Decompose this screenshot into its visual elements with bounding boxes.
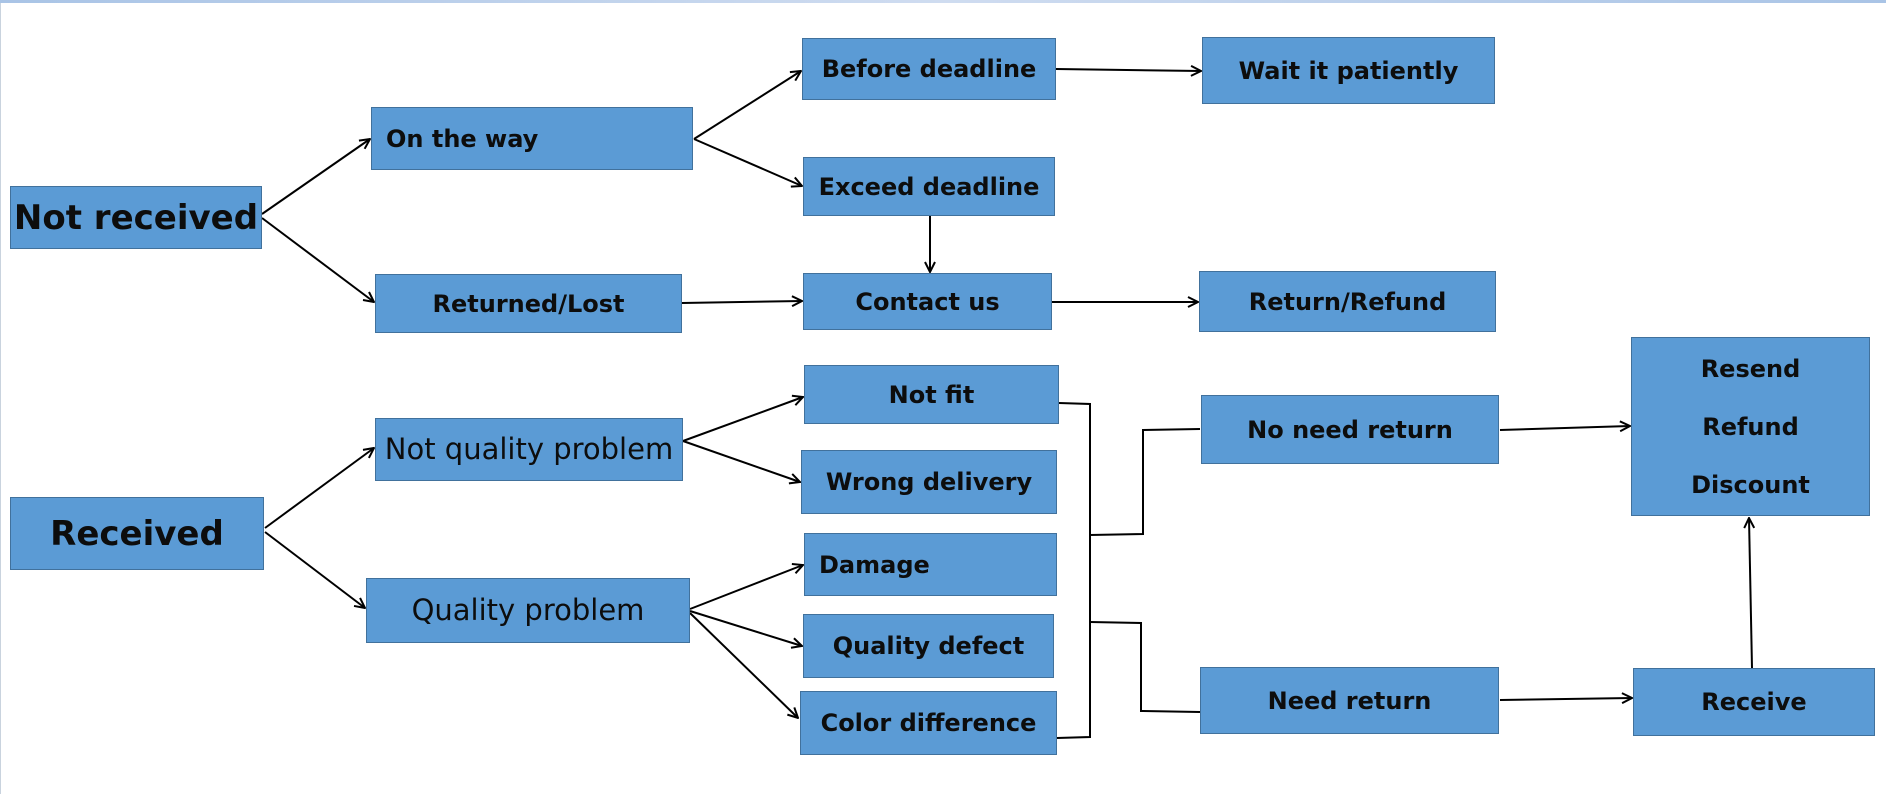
remedy-refund: Refund [1702, 412, 1799, 441]
arrow-returnedlost-contact [681, 301, 802, 303]
arrow-received-quality [264, 531, 365, 608]
remedy-resend: Resend [1700, 354, 1801, 383]
connector-to-need-return [1089, 621, 1201, 713]
arrow-before-wait [1055, 69, 1201, 71]
node-before-deadline: Before deadline [802, 38, 1056, 100]
node-not-quality-problem: Not quality problem [375, 418, 683, 481]
arrow-need-receive [1499, 698, 1632, 700]
arrow-notquality-notfit [682, 397, 803, 442]
arrow-ontheway-before [693, 71, 801, 140]
node-not-received: Not received [10, 186, 262, 249]
node-damage: Damage [804, 533, 1057, 596]
bracket-group [1056, 402, 1091, 739]
arrow-quality-damage [689, 565, 803, 610]
arrow-receive-remedies [1749, 518, 1752, 669]
node-exceed-deadline: Exceed deadline [803, 157, 1055, 216]
window-left-edge [0, 3, 1, 794]
node-quality-defect: Quality defect [803, 614, 1054, 678]
arrow-notreceived-returnedlost [261, 217, 374, 302]
node-wait-patiently: Wait it patiently [1202, 37, 1495, 104]
arrow-quality-defect [689, 610, 802, 646]
arrow-received-notquality [264, 448, 374, 529]
node-not-fit: Not fit [804, 365, 1059, 424]
arrow-quality-color [689, 612, 798, 718]
arrow-ontheway-exceed [693, 138, 802, 186]
node-contact-us: Contact us [803, 273, 1052, 330]
node-remedies: Resend Refund Discount [1631, 337, 1870, 516]
node-quality-problem: Quality problem [366, 578, 690, 643]
node-no-need-return: No need return [1201, 395, 1499, 464]
connector-to-no-need-return [1089, 428, 1201, 536]
node-return-refund: Return/Refund [1199, 271, 1496, 332]
arrow-notreceived-ontheway [261, 139, 370, 215]
window-top-bar [0, 0, 1886, 3]
node-need-return: Need return [1200, 667, 1499, 734]
node-on-the-way: On the way [371, 107, 693, 170]
node-returned-lost: Returned/Lost [375, 274, 682, 333]
node-receive: Receive [1633, 668, 1875, 736]
node-wrong-delivery: Wrong delivery [801, 450, 1057, 514]
node-received: Received [10, 497, 264, 570]
node-color-difference: Color difference [800, 691, 1057, 755]
arrow-noneed-remedies [1499, 426, 1630, 430]
arrow-notquality-wrong [682, 440, 800, 482]
remedy-discount: Discount [1691, 470, 1810, 499]
